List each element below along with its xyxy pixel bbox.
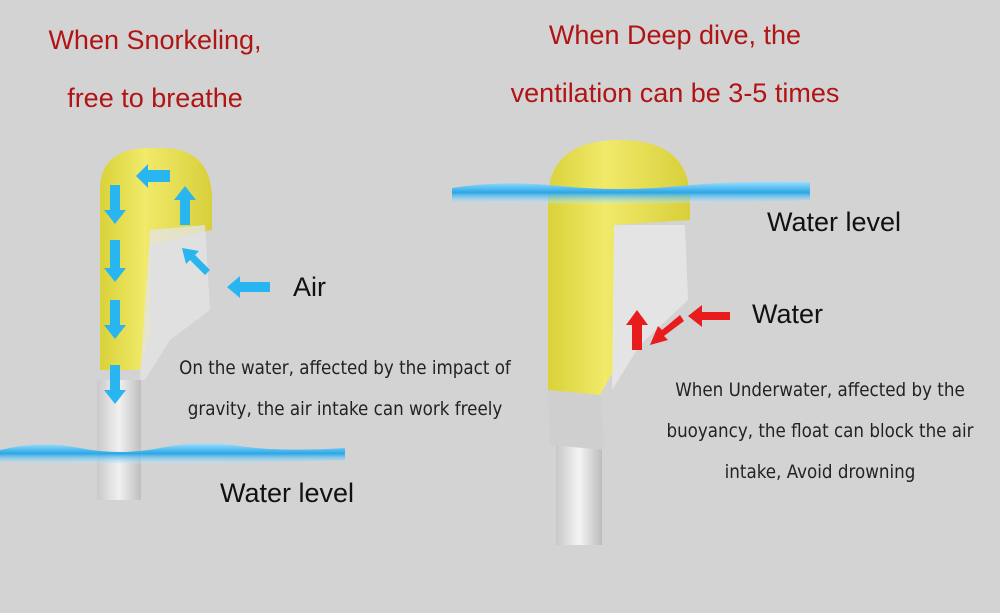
water-flow-arrows — [626, 305, 730, 350]
air-label: Air — [293, 272, 326, 302]
left-description: On the water, affected by the impact of … — [169, 348, 521, 430]
right-description-line: When Underwater, affected by the — [675, 379, 965, 401]
right-water-level-label: Water level — [767, 207, 902, 237]
left-title-line-1: When Snorkeling, — [48, 25, 262, 55]
right-valve — [548, 140, 690, 545]
right-description-line: buoyancy, the float can block the air — [666, 420, 974, 442]
left-description-line: On the water, affected by the impact of — [179, 357, 511, 379]
water-label: Water — [752, 299, 824, 329]
left-water-line — [0, 443, 345, 464]
right-description: When Underwater, affected by the buoyanc… — [648, 370, 991, 493]
right-title-line-2: ventilation can be 3-5 times — [510, 78, 840, 108]
air-flow-arrows — [104, 164, 270, 404]
right-description-line: intake, Avoid drowning — [724, 461, 916, 483]
left-title-line-2: free to breathe — [67, 83, 243, 113]
left-description-line: gravity, the air intake can work freely — [187, 398, 503, 420]
right-water-line — [452, 181, 810, 204]
left-water-level-label: Water level — [220, 478, 355, 508]
right-title-line-1: When Deep dive, the — [548, 20, 802, 50]
